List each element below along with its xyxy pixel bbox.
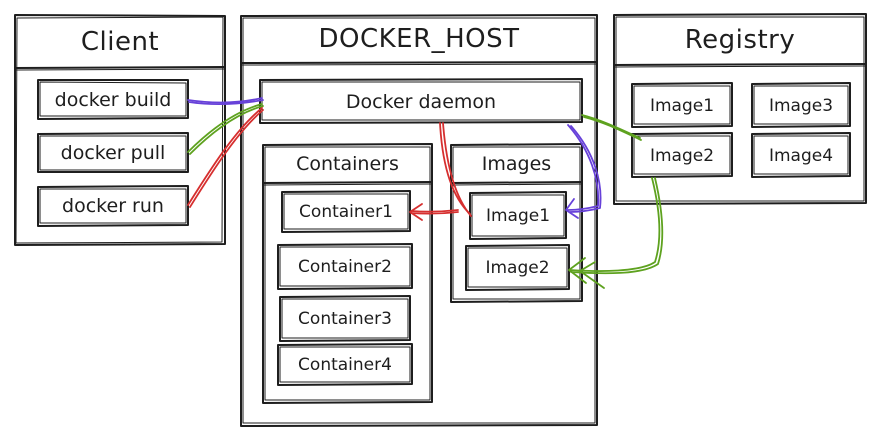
containers-section [262,143,433,404]
images-title: Images [481,153,552,175]
docker-daemon[interactable]: Docker daemon [345,90,497,113]
registry-image-item[interactable]: Image1 [649,95,715,116]
container-item[interactable]: Container2 [298,257,392,277]
container-item[interactable]: Container3 [298,309,392,329]
docker-run-command[interactable]: docker run [62,195,164,217]
registry-image-item[interactable]: Image3 [768,95,834,116]
local-image-item[interactable]: Image1 [485,206,551,226]
pull-arrow [187,103,664,289]
container-item[interactable]: Container4 [298,355,392,375]
build-arrow [187,97,602,219]
docker-host-panel [240,14,598,427]
docker-build-command[interactable]: docker build [54,88,172,111]
registry-title: Registry [684,25,796,55]
client-panel [14,14,226,246]
docker-host-title: DOCKER_HOST [318,24,520,54]
container-item[interactable]: Container1 [299,202,393,222]
containers-title: Containers [296,153,399,175]
registry-image-item[interactable]: Image4 [768,145,834,166]
docker-pull-command[interactable]: docker pull [60,141,166,164]
run-arrow [187,107,472,221]
client-command-boxes [37,79,189,227]
registry-panel [613,13,867,205]
local-image-item[interactable]: Image2 [485,258,550,278]
images-section [450,143,583,303]
registry-image-item[interactable]: Image2 [649,145,715,166]
client-title: Client [80,27,160,57]
